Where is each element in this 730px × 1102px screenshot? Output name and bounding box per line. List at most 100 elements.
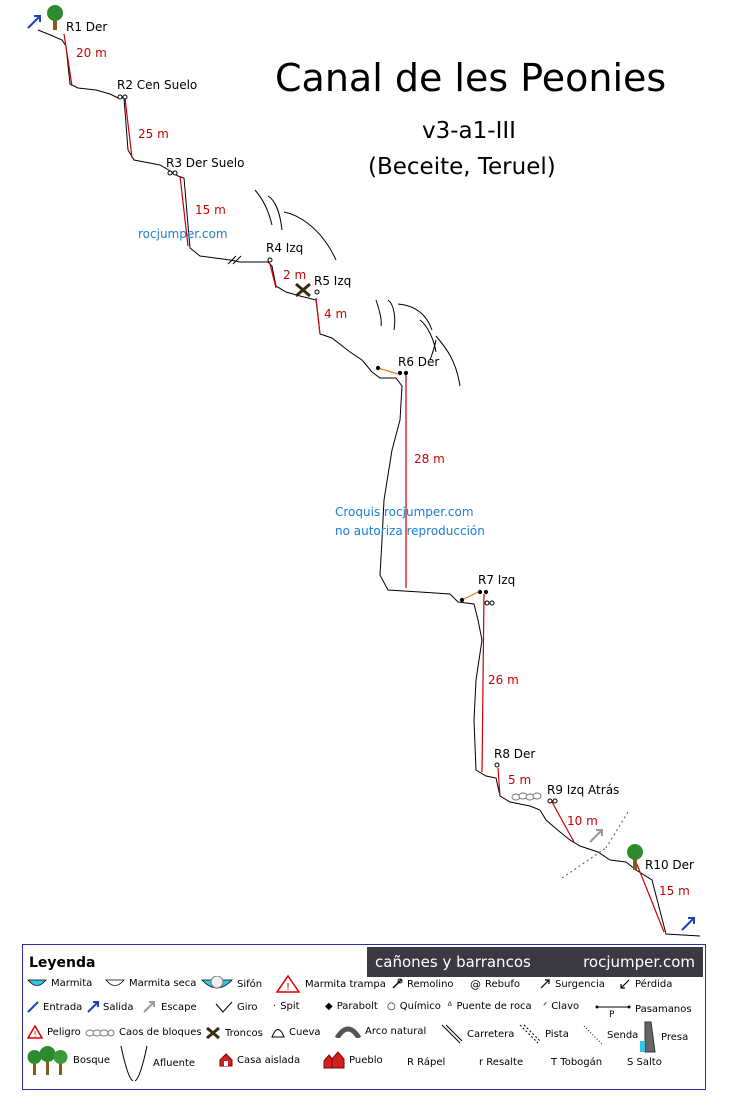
legend-parabolt: ◆ Parabolt (325, 1001, 378, 1012)
legend-afluente: Afluente (119, 1045, 195, 1081)
legend-sifon: Sifón (201, 976, 262, 992)
caos-bloques-icon (511, 792, 542, 801)
marmita-trampa-icon: ! (275, 974, 301, 993)
remolino-icon (392, 978, 403, 989)
troncos-icon (295, 282, 311, 298)
legend-giro: Giro (215, 1001, 258, 1013)
legend-rebufo: @ Rebufo (470, 978, 520, 991)
tree-icon-start (47, 5, 63, 30)
anchors (117, 94, 558, 804)
page-title: Canal de les Peonies (275, 56, 667, 100)
afluente-icon (120, 1045, 148, 1081)
rappel-label-r2: R2 Cen Suelo (117, 78, 197, 92)
legend-presa: Presa (639, 1021, 688, 1053)
rappel-label-r3: R3 Der Suelo (166, 156, 244, 170)
marmita-seca-icon (105, 979, 125, 986)
legend-title: Leyenda (29, 955, 96, 971)
banner-left-text: cañones y barrancos (375, 953, 531, 971)
rebufo-icon: @ (470, 978, 481, 991)
legend-salto: S Salto (627, 1057, 662, 1068)
watermark-line2: no autoriza reproducción (335, 524, 485, 538)
rappel-distance-r1: 20 m (76, 46, 107, 60)
legend-bosque: Bosque (25, 1045, 110, 1075)
cliff-outline (254, 189, 461, 387)
marmita-icon (27, 979, 47, 986)
legend-tobogan: T Tobogán (551, 1057, 603, 1068)
rappel-distance-r4: 2 m (283, 268, 306, 282)
legend-resalte: r Resalte (479, 1057, 524, 1068)
legend-marmita-seca: Marmita seca (105, 978, 196, 989)
rappel-label-r5: R5 Izq (314, 274, 351, 288)
peligro-icon: ! (27, 1025, 43, 1039)
perdida-icon (620, 979, 630, 989)
cueva-icon (271, 1029, 285, 1038)
troncos-legend-icon (206, 1026, 220, 1040)
banner-right-text: rocjumper.com (583, 953, 695, 971)
rappel-distance-r6: 28 m (414, 452, 445, 466)
legend-perdida: Pérdida (619, 978, 672, 990)
rappel-distance-r10: 15 m (659, 884, 690, 898)
escape-arrow-icon (589, 829, 603, 843)
legend-carretera: Carretera (441, 1024, 514, 1044)
puente-roca-icon: ᐞ (447, 1001, 453, 1012)
sifon-icon (201, 976, 233, 989)
svg-text:!: ! (286, 982, 290, 993)
legend-spit: · Spit (273, 1001, 300, 1012)
legend-cueva: Cueva (271, 1026, 321, 1038)
entrada-icon (27, 15, 41, 29)
tree-icon-end (627, 844, 643, 870)
presa-icon (640, 1021, 656, 1053)
senda-icon (583, 1025, 603, 1045)
rappel-label-r8: R8 Der (494, 747, 535, 761)
spit-icon: · (273, 1001, 277, 1012)
svg-text:!: ! (34, 1030, 37, 1039)
rappel-label-r9: R9 Izq Atrás (547, 783, 619, 797)
rappel-distance-r7: 26 m (488, 673, 519, 687)
legend-escape: Escape (143, 1001, 197, 1013)
watermark-site: rocjumper.com (138, 227, 228, 241)
rappel-distance-r9: 10 m (567, 814, 598, 828)
grade-label: v3-a1-III (422, 118, 516, 144)
legend-marmita: Marmita (27, 978, 92, 989)
legend-senda: Senda (583, 1025, 638, 1045)
rappel-label-r7: R7 Izq (478, 573, 515, 587)
surgencia-icon (540, 979, 550, 989)
legend-casa: Casa aislada (219, 1053, 300, 1067)
parabolt-icon: ◆ (325, 1001, 333, 1012)
bosque-icon (27, 1046, 68, 1075)
pasamanos-icon: P (595, 1005, 631, 1017)
arco-icon (335, 1026, 361, 1038)
legend-quimico: ○ Químico (387, 1001, 441, 1012)
legend-marmita-trampa: ! Marmita trampa (275, 974, 386, 994)
legend-salida: Salida (87, 1001, 134, 1013)
legend-puente-roca: ᐞ Puente de roca (447, 1001, 532, 1012)
rappel-distance-r8: 5 m (508, 773, 531, 787)
caos-icon (85, 1029, 115, 1036)
pista-icon (519, 1024, 541, 1044)
entrada-legend-icon (27, 1001, 39, 1013)
pasamanos-p-mark: P (609, 1010, 615, 1017)
legend-surgencia: Surgencia (539, 978, 605, 990)
legend-troncos: Troncos (205, 1026, 263, 1040)
rappel-distance-r3: 15 m (195, 203, 226, 217)
legend-caos: Caos de bloques (85, 1027, 202, 1038)
salida-legend-icon (87, 1001, 99, 1013)
legend-peligro: ! Peligro (27, 1025, 81, 1039)
pueblo-icon (323, 1051, 345, 1069)
giro-icon (215, 1001, 233, 1013)
legend-clavo: ᐟ Clavo (543, 1001, 580, 1012)
salida-icon (681, 917, 695, 931)
legend-arco: Arco natural (335, 1024, 426, 1038)
legend-pista: Pista (519, 1024, 569, 1044)
legend-pasamanos: P Pasamanos (595, 1001, 692, 1017)
escape-legend-icon (143, 1001, 155, 1013)
legend-rapel: R Rápel (407, 1057, 446, 1068)
legend-panel: Leyenda cañones y barrancos rocjumper.co… (22, 944, 706, 1090)
rappel-label-r4: R4 Izq (266, 241, 303, 255)
rappel-distance-r2: 25 m (138, 127, 169, 141)
location-label: (Beceite, Teruel) (368, 154, 556, 180)
legend-banner: cañones y barrancos rocjumper.com (367, 947, 703, 977)
clavo-icon: ᐟ (543, 1001, 548, 1012)
rope-lines (63, 33, 665, 933)
